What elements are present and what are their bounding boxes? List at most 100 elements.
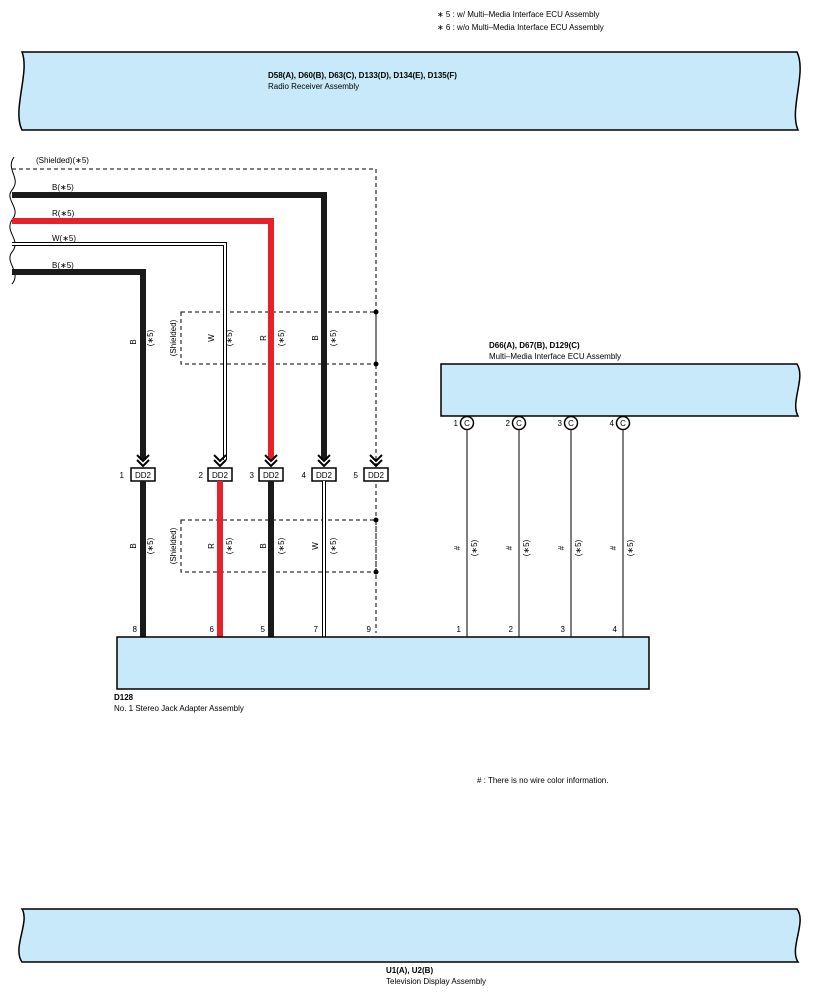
- dd2-pin: 1: [120, 471, 125, 480]
- mmi-pin-4: C 4: [610, 415, 631, 431]
- tag-upper-w: W: [207, 334, 216, 342]
- tag-upper-r: R: [259, 335, 268, 341]
- lower-shield-box: [180, 519, 377, 573]
- dd2-label: DD2: [263, 471, 280, 480]
- tag-lower-b3: B: [259, 543, 268, 548]
- hash-3: #: [557, 545, 566, 550]
- radio-name: Radio Receiver Assembly: [268, 82, 359, 91]
- dd2-label: DD2: [135, 471, 152, 480]
- shield-splice: [373, 569, 379, 575]
- mmi-pin-num: 4: [610, 419, 615, 428]
- wire-w-upper-outline: [12, 242, 227, 460]
- chevron-icon: [213, 454, 227, 468]
- tag-lower-r: R: [207, 543, 216, 549]
- hash-note-1: (∗5): [470, 539, 479, 556]
- dd2-label: DD2: [316, 471, 333, 480]
- note-6: ∗ 6 : w/o Multi–Media Interface ECU Asse…: [437, 23, 604, 32]
- hash-note-2: (∗5): [522, 539, 531, 556]
- wire-b-upper-4: [12, 192, 327, 460]
- mmi-pin-2: C 2: [506, 415, 527, 431]
- jack-pin: 4: [613, 625, 618, 634]
- tag-upper-note: (∗5): [277, 329, 286, 346]
- label-shielded-top: (Shielded)(∗5): [36, 156, 89, 165]
- hash-note-3: (∗5): [574, 539, 583, 556]
- tag-lower-note: (∗5): [329, 537, 338, 554]
- jack-pin: 1: [457, 625, 462, 634]
- shield-splice: [373, 309, 379, 315]
- shield-splice: [373, 361, 379, 367]
- tag-upper-shielded: (Shielded): [169, 319, 178, 356]
- mmi-pin-num: 2: [506, 419, 511, 428]
- chevron-icon: [369, 454, 383, 468]
- hash-note-4: (∗5): [626, 539, 635, 556]
- label-b2-top: B(∗5): [52, 261, 74, 270]
- mmi-conn-label: C: [516, 419, 522, 428]
- wire-w-upper: [12, 243, 226, 460]
- shield-splice: [373, 517, 379, 523]
- dd2-pin: 3: [250, 471, 255, 480]
- dd2-label: DD2: [212, 471, 229, 480]
- tag-lower-note: (∗5): [277, 537, 286, 554]
- jack-pin: 2: [509, 625, 514, 634]
- dd2-pin: 5: [354, 471, 359, 480]
- jack-pin: 7: [314, 625, 319, 634]
- mmi-conn-label: C: [568, 419, 574, 428]
- tag-lower-w: W: [311, 542, 320, 550]
- jack-connectors: D128: [114, 693, 134, 702]
- label-r-top: R(∗5): [52, 209, 75, 218]
- chevron-icon: [136, 454, 150, 468]
- stereo-jack-box: [116, 636, 650, 690]
- mmi-pin-num: 1: [454, 419, 459, 428]
- dd2-connector-1: DD2 1: [120, 467, 156, 482]
- tag-lower-shielded: (Shielded): [169, 527, 178, 564]
- mmi-wires: [466, 430, 624, 637]
- tv-connectors: U1(A), U2(B): [386, 966, 433, 975]
- chevron-icon: [317, 454, 331, 468]
- jack-name: No. 1 Stereo Jack Adapter Assembly: [114, 704, 244, 713]
- dd2-pin: 2: [199, 471, 204, 480]
- hash-1: #: [453, 545, 462, 550]
- label-w-top: W(∗5): [52, 234, 76, 243]
- mmi-pin-num: 3: [558, 419, 563, 428]
- jack-pin: 3: [561, 625, 566, 634]
- jack-pin: 6: [210, 625, 215, 634]
- dd2-label: DD2: [368, 471, 385, 480]
- note-5: ∗ 5 : w/ Multi–Media Interface ECU Assem…: [437, 10, 599, 19]
- tag-lower-note: (∗5): [225, 537, 234, 554]
- hash-2: #: [505, 545, 514, 550]
- mmi-pin-3: C 3: [558, 415, 579, 431]
- chevron-icon: [264, 454, 278, 468]
- radio-receiver-box: [18, 51, 801, 131]
- hash-note: # : There is no wire color information.: [477, 776, 608, 785]
- upper-shield-box: [180, 311, 377, 365]
- radio-connectors: D58(A), D60(B), D63(C), D133(D), D134(E)…: [268, 71, 457, 80]
- tag-upper-note: (∗5): [146, 329, 155, 346]
- tag-upper-b4: B: [311, 335, 320, 340]
- mmi-conn-label: C: [464, 419, 470, 428]
- connector-chevrons: [136, 454, 383, 468]
- mmi-pin-1: C 1: [454, 415, 475, 431]
- tag-upper-note: (∗5): [225, 329, 234, 346]
- tag-lower-note: (∗5): [146, 537, 155, 554]
- dd2-connector-5: DD2 5: [354, 467, 389, 482]
- tv-display-box: [18, 908, 801, 963]
- mmi-name: Multi–Media Interface ECU Assembly: [489, 352, 621, 361]
- hash-4: #: [609, 545, 618, 550]
- jack-pin: 5: [261, 625, 266, 634]
- dd2-connector-4: DD2 4: [302, 467, 337, 482]
- jack-pin: 8: [133, 625, 138, 634]
- dd2-connector-2: DD2 2: [199, 467, 233, 482]
- dd2-connector-3: DD2 3: [250, 467, 284, 482]
- label-b1-top: B(∗5): [52, 183, 74, 192]
- tag-upper-b1: B: [129, 339, 138, 344]
- tag-upper-note: (∗5): [329, 329, 338, 346]
- mmi-connectors: D66(A), D67(B), D129(C): [489, 341, 580, 350]
- mmi-ecu-box: [440, 363, 801, 417]
- jack-pin: 9: [367, 625, 372, 634]
- dd2-pin: 4: [302, 471, 307, 480]
- wire-b-upper-1: [12, 269, 146, 460]
- wire-r-upper: [12, 218, 274, 460]
- tag-lower-b1: B: [129, 543, 138, 548]
- mmi-conn-label: C: [620, 419, 626, 428]
